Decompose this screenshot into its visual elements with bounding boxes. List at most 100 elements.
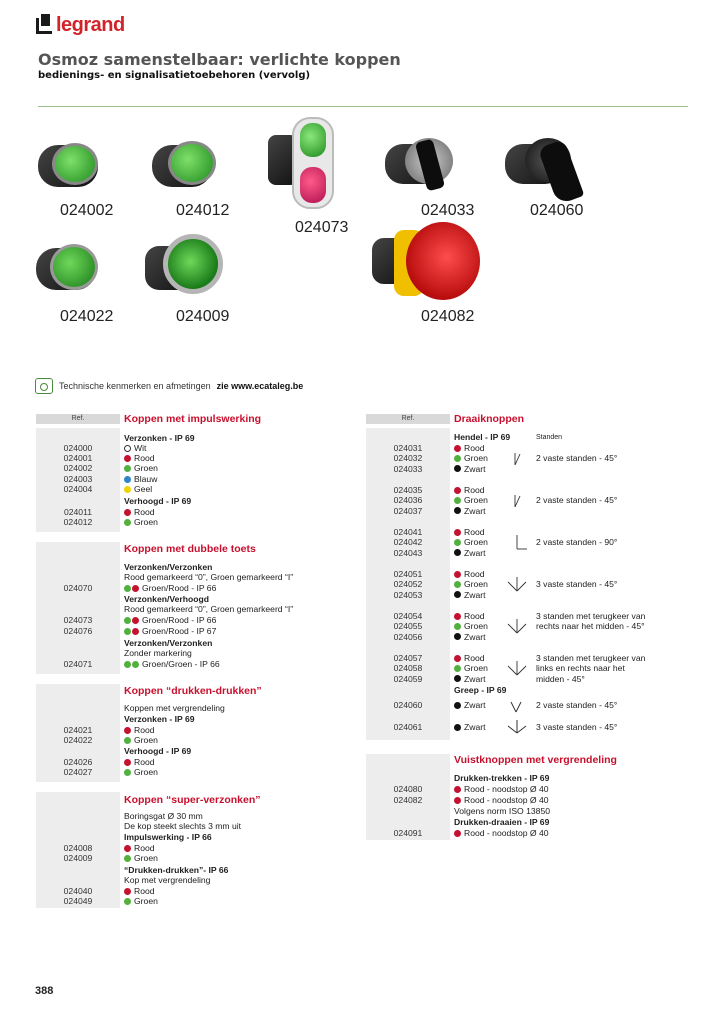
item-row: Rood	[454, 527, 485, 537]
positions-label: Standen	[536, 434, 563, 441]
description: Volgens norm ISO 13850	[454, 806, 551, 816]
ref-number: 024060	[393, 700, 423, 710]
position-description: 2 vaste standen - 45°	[536, 453, 618, 463]
item-row: Rood	[124, 757, 155, 767]
item-row: Groen	[454, 537, 488, 547]
item-row: Zwart	[454, 700, 485, 710]
item-row: Rood - noodstop Ø 40	[454, 795, 549, 805]
black-dot	[454, 675, 461, 683]
red-dot	[454, 785, 461, 793]
green-dot	[454, 454, 461, 462]
item-row: Zwart	[454, 590, 485, 600]
ref-number: 024012	[63, 517, 93, 527]
position-description: 3 vaste standen - 45°	[536, 579, 618, 589]
ref-number: 024076	[63, 626, 93, 636]
section-title: Koppen met dubbele toets	[124, 543, 256, 555]
ref-number: 024001	[63, 453, 93, 463]
item-row: Rood	[124, 453, 155, 463]
ref-number: 024080	[393, 784, 423, 794]
item-row: Rood	[454, 569, 485, 579]
red-dot	[124, 508, 131, 516]
item-row: Rood	[454, 653, 485, 663]
item-row: Blauw	[124, 474, 157, 484]
red-dot	[454, 486, 461, 494]
product-image-024009	[145, 230, 223, 300]
green-dot	[124, 584, 131, 592]
info-link[interactable]: zie www.ecataleg.be	[216, 381, 304, 391]
item-row: Rood	[454, 485, 485, 495]
product-code: 024033	[421, 202, 475, 219]
item-row: Groen	[124, 853, 158, 863]
green-dot	[124, 660, 131, 668]
ref-number: 024036	[393, 495, 423, 506]
red-dot	[454, 612, 461, 620]
description: Koppen met vergrendeling	[124, 703, 225, 713]
header-divider	[38, 106, 688, 107]
switch-position-symbol	[507, 661, 527, 676]
switch-position-symbol	[516, 535, 527, 550]
blue-dot	[124, 475, 131, 483]
item-row: Zwart	[454, 674, 485, 684]
ref-number: 024041	[393, 527, 423, 537]
green-dot	[124, 616, 131, 624]
green-dot	[124, 627, 131, 635]
product-image-024002	[36, 135, 106, 195]
green-dot	[124, 768, 131, 776]
ref-number: 024052	[393, 579, 423, 590]
item-row: Rood	[454, 443, 485, 453]
item-row: Groen/Rood - IP 66	[124, 615, 216, 625]
item-row: Groen	[454, 495, 488, 505]
ref-column	[366, 754, 450, 840]
switch-position-symbol	[514, 495, 521, 508]
yellow-dot	[124, 485, 131, 493]
ref-number: 024058	[393, 663, 423, 674]
section-title: Koppen met impulswerking	[124, 413, 262, 425]
subheading: Verzonken/Verzonken	[124, 562, 213, 572]
black-dot	[454, 633, 461, 641]
item-row: Groen	[124, 463, 158, 473]
ref-number: 024057	[393, 653, 423, 663]
ref-number: 024091	[393, 828, 423, 838]
ref-number: 024082	[393, 795, 423, 805]
position-description: 3 vaste standen - 45°	[536, 722, 618, 732]
ref-number: 024042	[393, 537, 423, 548]
ref-number: 024043	[393, 547, 423, 558]
red-dot	[124, 758, 131, 766]
green-dot	[124, 736, 131, 744]
ref-number: 024003	[63, 474, 93, 484]
section-title: Draaiknoppen	[454, 413, 525, 425]
subheading: Verhoogd - IP 69	[124, 746, 192, 756]
item-row: Groen	[454, 663, 488, 673]
description: Zonder markering	[124, 648, 192, 658]
ref-number: 024051	[393, 569, 423, 579]
position-description: midden - 45°	[536, 673, 585, 684]
position-description: rechts naar het midden - 45°	[536, 621, 645, 632]
red-dot	[454, 654, 461, 662]
item-row: Rood	[124, 886, 155, 896]
page-number: 388	[35, 985, 54, 997]
ref-header: Ref.	[36, 414, 120, 424]
product-image-024073	[268, 115, 343, 210]
product-code: 024022	[60, 308, 114, 325]
item-row: Rood	[124, 507, 155, 517]
ref-number: 024073	[63, 615, 93, 625]
green-dot	[132, 660, 139, 668]
switch-position-symbol	[510, 701, 522, 713]
green-dot	[454, 538, 461, 546]
position-description: 2 vaste standen - 45°	[536, 700, 618, 710]
subheading: Verzonken/Verhoogd	[124, 594, 210, 604]
ref-number: 024011	[63, 507, 93, 517]
ref-number: 024040	[63, 886, 93, 896]
subheading: Drukken-trekken - IP 69	[454, 773, 550, 783]
ref-number: 024004	[63, 484, 93, 494]
description: De kop steekt slechts 3 mm uit	[124, 821, 242, 831]
subheading: Hendel - IP 69	[454, 432, 511, 442]
green-dot	[124, 897, 131, 905]
item-row: Geel	[124, 484, 152, 494]
switch-position-symbol	[507, 577, 527, 592]
ref-number: 024049	[63, 896, 93, 906]
description: Kop met vergrendeling	[124, 875, 211, 885]
product-image-024012	[150, 135, 220, 195]
black-dot	[454, 465, 461, 473]
item-row: Groen	[454, 621, 488, 631]
